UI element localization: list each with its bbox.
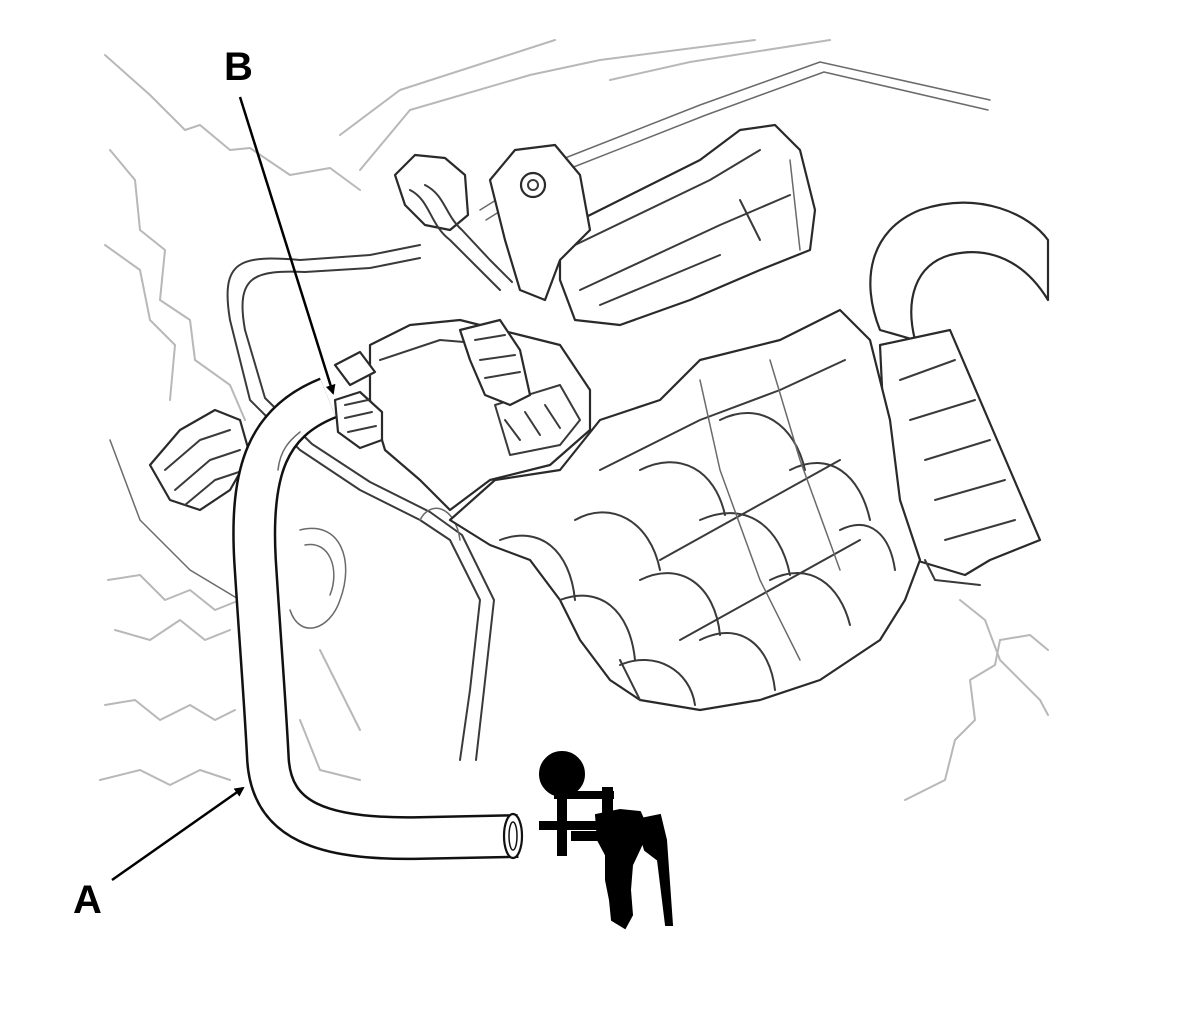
callout-label-a: A [73, 878, 102, 922]
purge-valve [333, 318, 592, 512]
evap-canister [448, 308, 922, 712]
vacuum-pump-icon [539, 751, 674, 930]
left-bracket [109, 408, 347, 629]
leader-line-b [238, 96, 336, 395]
callout-label-b: B [224, 45, 253, 89]
vacuum-hose [232, 377, 524, 861]
upper-right-hose [869, 201, 1050, 361]
leader-line-a [111, 786, 245, 882]
upper-canister [558, 123, 817, 327]
canister-mount [393, 143, 592, 302]
